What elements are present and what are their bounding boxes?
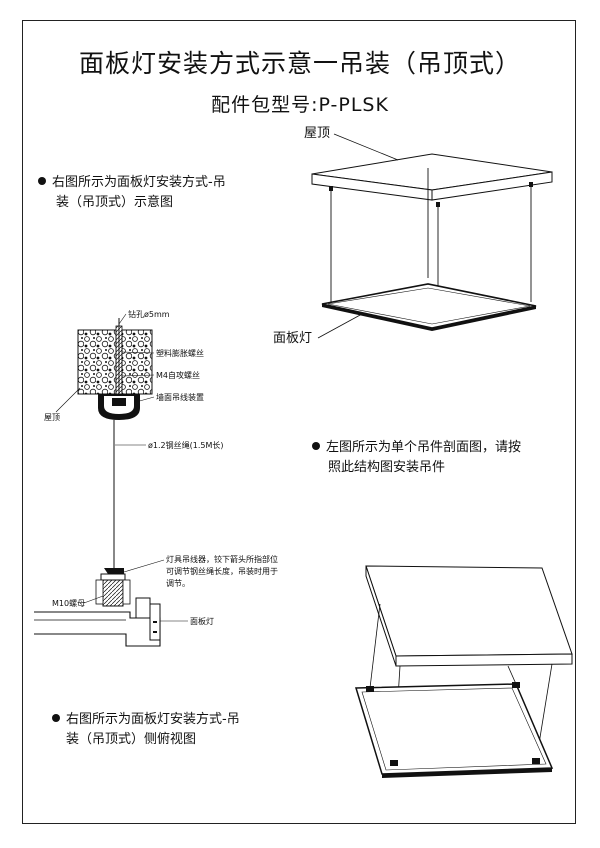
leader-line [83, 595, 104, 604]
page-title: 面板灯安装方式示意一吊装（吊顶式） [78, 49, 521, 78]
wire-gripper [390, 760, 398, 766]
leader-line [123, 559, 165, 573]
suspension-wire [507, 665, 517, 685]
label-steel-wire: ø1.2钢丝绳(1.5M长) [148, 440, 223, 450]
nut-side [122, 579, 131, 605]
wall-fitting-core [112, 398, 126, 406]
label-ceiling: 屋顶 [304, 126, 330, 141]
leader-line [55, 387, 81, 413]
leader-line [118, 313, 127, 325]
label-gripper-line3: 调节。 [166, 579, 190, 588]
label-anchor: 塑料膨胀螺丝 [156, 348, 204, 358]
ceiling-slab-side [365, 565, 397, 667]
ceiling-block-left [77, 329, 117, 395]
wire-gripper-cap [104, 568, 124, 574]
ceiling-slab-front [395, 653, 573, 667]
label-panel-light: 面板灯 [190, 616, 214, 626]
label-ceiling: 屋顶 [44, 413, 60, 422]
wire-gripper [532, 758, 540, 764]
wire-anchor [329, 186, 333, 191]
ceiling-slab-top [365, 565, 573, 657]
panel-bracket [135, 597, 151, 619]
panel-light-edge [382, 768, 552, 778]
top-ceiling-diagram: 屋顶 面板灯 [273, 126, 553, 346]
wire-gripper [366, 686, 374, 692]
panel-light [321, 283, 537, 329]
label-m10-nut: M10螺母 [52, 598, 85, 608]
ceiling-slab-front-right [431, 171, 553, 201]
bullet-icon [312, 442, 320, 450]
hanger-section-diagram: 钻孔ø5mm 塑料膨胀螺丝 M4自攻螺丝 墙面吊线装置 屋顶 ø1.2钢丝绳(1… [34, 309, 278, 647]
panel-light-edge [322, 304, 432, 331]
page-frame [22, 20, 576, 824]
leader-line [317, 313, 363, 339]
nut-side [95, 579, 104, 605]
bullet-icon [38, 177, 46, 185]
panel-light [354, 683, 554, 775]
wire-gripper-collar [100, 573, 126, 581]
wire-anchor [529, 182, 533, 187]
label-drill: 钻孔ø5mm [128, 309, 170, 319]
panel-light-edge [432, 306, 536, 331]
leader-line [135, 396, 155, 403]
wire-gripper [512, 682, 520, 688]
note-bottom-left: 右图所示为面板灯安装方式-吊 装（吊顶式）侧俯视图 [52, 710, 240, 750]
note-middle-right: 左图所示为单个吊件剖面图，请按 照此结构图安装吊件 [312, 438, 521, 478]
bullet-icon [52, 714, 60, 722]
suspension-wire [369, 603, 381, 689]
label-panel-light: 面板灯 [273, 331, 312, 346]
leader-line [121, 374, 155, 377]
ceiling-block-right [121, 329, 153, 395]
side-view-diagram [354, 565, 573, 778]
label-gripper-line1: 灯具吊线器，铰下箭头所指部位 [166, 554, 278, 564]
panel-light-inner [361, 687, 547, 771]
page-subtitle: 配件包型号:P-PLSK [211, 94, 389, 116]
leader-line [333, 133, 399, 161]
label-wall-fitting: 墙面吊线装置 [156, 392, 204, 402]
note-top-left: 右图所示为面板灯安装方式-吊 装（吊顶式）示意图 [38, 173, 226, 213]
wire-anchor [436, 202, 440, 207]
label-gripper-line2: 可调节钢丝绳长度，吊装时用于 [166, 566, 278, 576]
m10-nut [102, 579, 124, 607]
panel-light-inner [327, 287, 531, 325]
leader-line [121, 351, 155, 354]
label-screw: M4自攻螺丝 [156, 370, 200, 380]
